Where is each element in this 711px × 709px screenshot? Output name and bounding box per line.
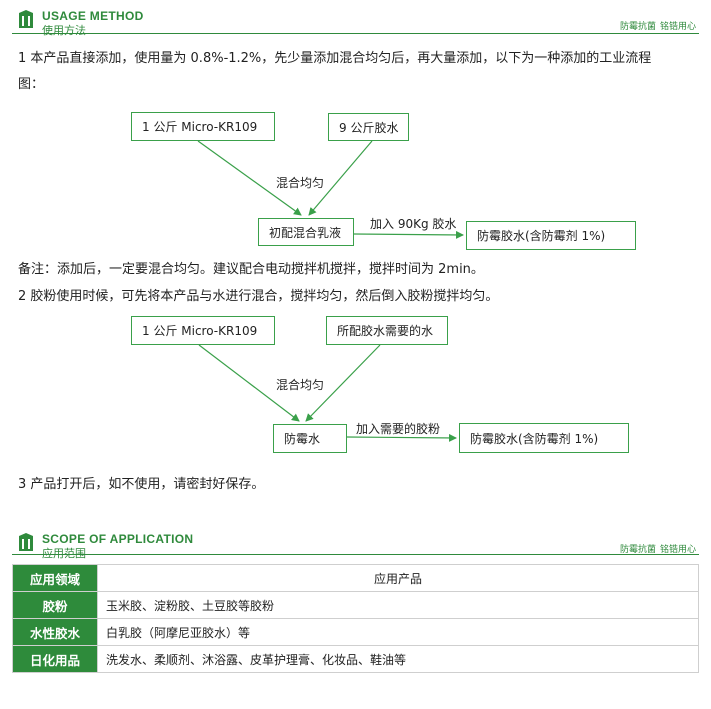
flow1-add-label: 加入 90Kg 胶水: [370, 217, 457, 231]
brand-logo-icon-2: [19, 533, 33, 551]
table-row: 胶粉 玉米胶、淀粉胶、土豆胶等胶粉: [12, 591, 699, 619]
table-row-products: 洗发水、柔顺剂、沐浴露、皮革护理膏、化妆品、鞋油等: [97, 645, 699, 673]
step2-text: 2 胶粉使用时候，可先将本产品与水进行混合，搅拌均匀，然后倒入胶粉搅拌均匀。: [18, 289, 499, 304]
flow1-input-b: 9 公斤胶水: [328, 113, 409, 141]
scope-header-divider: [12, 554, 699, 555]
table-row-category: 日化用品: [12, 645, 98, 673]
flow1-arrow-b: [308, 140, 373, 216]
table-row: 水性胶水 白乳胶（阿摩尼亚胶水）等: [12, 618, 699, 646]
flow1-arrow-c: [353, 230, 464, 239]
table-row-products: 白乳胶（阿摩尼亚胶水）等: [97, 618, 699, 646]
flow2-result: 防霉胶水(含防霉剂 1%): [459, 423, 629, 453]
step1-text-cont: 图：: [18, 77, 45, 92]
scope-table: 应用领域 应用产品 胶粉 玉米胶、淀粉胶、土豆胶等胶粉 水性胶水 白乳胶（阿摩尼…: [12, 564, 699, 673]
flow2-mix-label: 混合均匀: [276, 378, 325, 392]
flow2-arrow-a: [198, 344, 300, 422]
flow2-arrow-b: [305, 344, 381, 422]
scope-title-cn: 应用范围: [42, 547, 86, 560]
table-row-category: 胶粉: [12, 591, 98, 619]
scope-slogan-right: 铭锆用心: [660, 545, 697, 555]
flow1-result: 防霉胶水(含防霉剂 1%): [466, 221, 636, 250]
table-row: 日化用品 洗发水、柔顺剂、沐浴露、皮革护理膏、化妆品、鞋油等: [12, 645, 699, 673]
usage-title-en: USAGE METHOD: [42, 9, 144, 23]
flow1-input-a: 1 公斤 Micro-KR109: [131, 112, 275, 141]
table-row-category: 水性胶水: [12, 618, 98, 646]
step1-text: 1 本产品直接添加，使用量为 0.8%-1.2%，先少量添加混合均匀后，再大量添…: [18, 51, 652, 66]
flow2-input-b: 所配胶水需要的水: [326, 316, 448, 345]
flow1-intermediate: 初配混合乳液: [258, 218, 354, 246]
scope-title-en: SCOPE OF APPLICATION: [42, 532, 194, 546]
table-header-products: 应用产品: [97, 564, 699, 592]
usage-slogan-right: 铭锆用心: [660, 22, 697, 32]
step3-text: 3 产品打开后，如不使用，请密封好保存。: [18, 477, 265, 492]
flow2-intermediate: 防霉水: [273, 424, 347, 453]
table-header-row: 应用领域 应用产品: [12, 564, 699, 592]
usage-header-divider: [12, 33, 699, 34]
usage-slogan-left: 防霉抗菌: [620, 22, 657, 32]
flow1-mix-label: 混合均匀: [276, 176, 325, 190]
flow2-input-a: 1 公斤 Micro-KR109: [131, 316, 275, 345]
scope-slogan-left: 防霉抗菌: [620, 545, 657, 555]
flow2-add-label: 加入需要的胶粉: [356, 422, 441, 436]
table-header-category: 应用领域: [12, 564, 98, 592]
brand-logo-icon: [19, 10, 33, 28]
note-text: 备注：添加后，一定要混合均匀。建议配合电动搅拌机搅拌，搅拌时间为 2min。: [18, 262, 484, 277]
flow1-arrow-a: [197, 140, 302, 216]
table-row-products: 玉米胶、淀粉胶、土豆胶等胶粉: [97, 591, 699, 619]
flow2-arrow-c: [346, 433, 457, 442]
